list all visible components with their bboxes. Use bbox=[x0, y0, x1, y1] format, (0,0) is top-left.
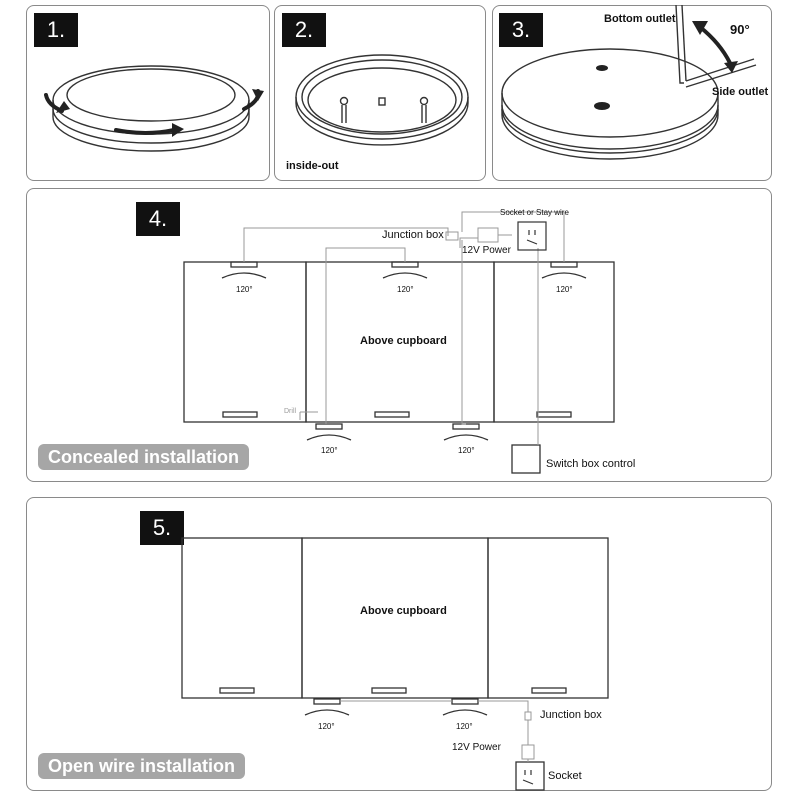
socket-label-5: Socket bbox=[548, 770, 582, 782]
concealed-installation-title: Concealed installation bbox=[38, 444, 250, 470]
socket-stay-wire-label: Socket or Stay wire bbox=[500, 208, 569, 217]
step-2-number: 2. bbox=[282, 13, 326, 47]
angle-90-label: 90° bbox=[730, 22, 750, 37]
angle-label-bottom-2: 120° bbox=[458, 446, 475, 455]
power-label: 12V Power bbox=[462, 245, 511, 256]
step-1-number: 1. bbox=[34, 13, 78, 47]
angle-label-bottom-1: 120° bbox=[321, 446, 338, 455]
junction-box-label: Junction box bbox=[382, 229, 444, 241]
step-3-number: 3. bbox=[499, 13, 543, 47]
step-4-number: 4. bbox=[136, 202, 180, 236]
step-5-number: 5. bbox=[140, 511, 184, 545]
step-2-caption: inside-out bbox=[286, 160, 339, 172]
step-3-illustration bbox=[501, 4, 757, 160]
step-1-illustration bbox=[44, 65, 264, 152]
angle-label-top-3: 120° bbox=[556, 285, 573, 294]
power-label-5: 12V Power bbox=[452, 742, 501, 753]
angle-label-5-2: 120° bbox=[456, 722, 473, 731]
angle-label-top-1: 120° bbox=[236, 285, 253, 294]
junction-box-label-5: Junction box bbox=[540, 709, 602, 721]
cupboard-label-5: Above cupboard bbox=[360, 605, 447, 617]
angle-label-top-2: 120° bbox=[397, 285, 414, 294]
step-2-illustration bbox=[295, 54, 469, 146]
step-4-panel bbox=[26, 188, 772, 482]
open-wire-installation-title: Open wire installation bbox=[38, 753, 246, 779]
angle-label-5-1: 120° bbox=[318, 722, 335, 731]
drill-label: Drill bbox=[284, 408, 297, 415]
step-5-panel bbox=[26, 497, 772, 791]
bottom-outlet-label: Bottom outlet bbox=[604, 13, 676, 25]
switch-box-label: Switch box control bbox=[546, 458, 636, 470]
cupboard-label: Above cupboard bbox=[360, 335, 447, 347]
side-outlet-label: Side outlet bbox=[712, 86, 769, 98]
